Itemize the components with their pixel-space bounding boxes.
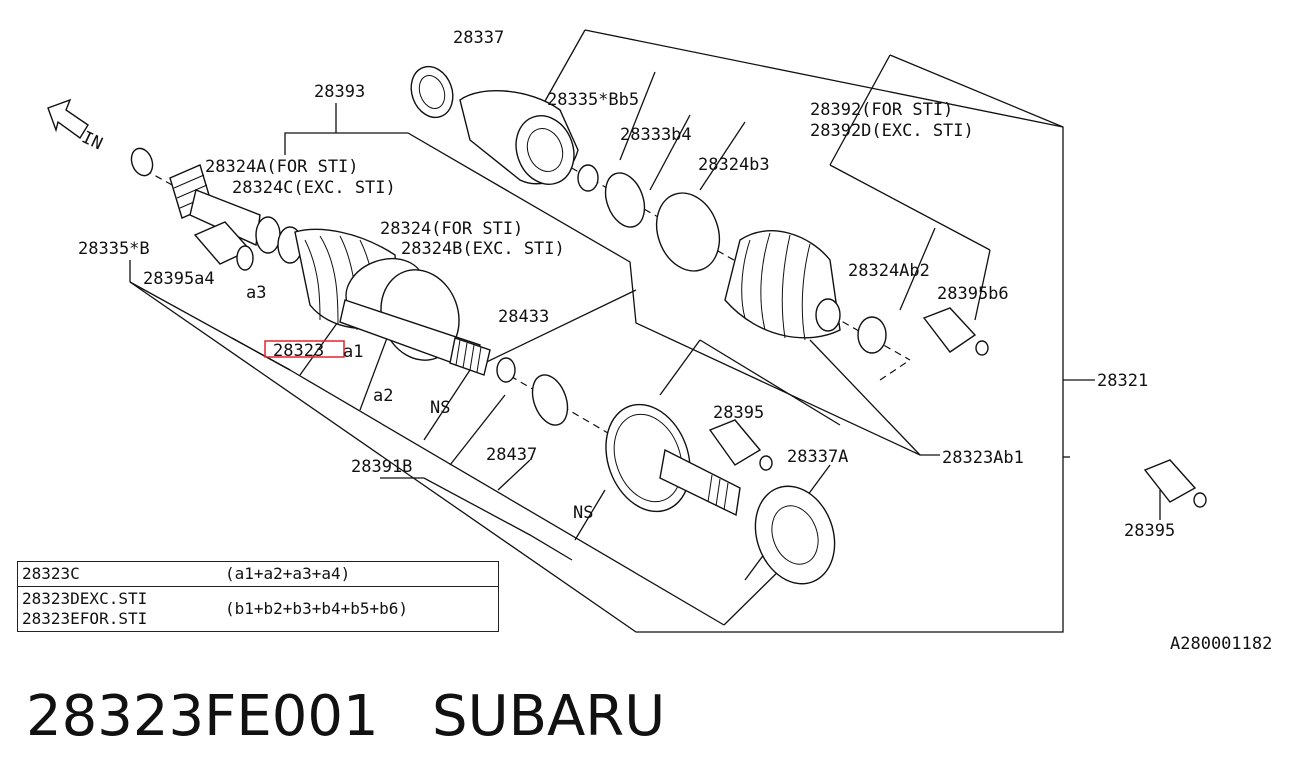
label-28335b: 28335*B <box>78 239 150 259</box>
legend-codes: 28323DEXC.STI 28323EFOR.STI <box>18 587 221 631</box>
label-28324a: 28324A(FOR STI) <box>205 157 359 177</box>
legend-table: 28323C (a1+a2+a3+a4) 28323DEXC.STI 28323… <box>17 561 499 632</box>
footer-title: 28323FE001 SUBARU <box>26 684 665 749</box>
label-ns-2: NS <box>573 503 593 523</box>
label-28324b3: 28324b3 <box>698 155 770 175</box>
label-28335-bb5: 28335*Bb5 <box>547 90 639 110</box>
legend-row: 28323C (a1+a2+a3+a4) <box>18 562 498 587</box>
label-28324c: 28324C(EXC. STI) <box>232 178 396 198</box>
legend-codes: 28323C <box>18 562 221 586</box>
label-28324ab2: 28324Ab2 <box>848 261 930 281</box>
label-28324-sti: 28324(FOR STI) <box>380 219 523 239</box>
label-28393: 28393 <box>314 82 365 102</box>
label-28333b4: 28333b4 <box>620 125 692 145</box>
label-28395: 28395 <box>713 403 764 423</box>
label-28321: 28321 <box>1097 371 1148 391</box>
label-28392d: 28392D(EXC. STI) <box>810 121 974 141</box>
label-28395b6: 28395b6 <box>937 284 1009 304</box>
label-28392-sti: 28392(FOR STI) <box>810 100 953 120</box>
label-28337a: 28337A <box>787 447 848 467</box>
label-ns-1: NS <box>430 398 450 418</box>
label-a1: a1 <box>343 342 363 362</box>
label-28323-highlighted: 28323 <box>273 341 324 361</box>
label-28395a4: 28395a4 <box>143 269 215 289</box>
highlight-box <box>264 340 345 358</box>
footer-part-number: 28323FE001 <box>26 684 379 749</box>
label-28337: 28337 <box>453 28 504 48</box>
leader-lines <box>129 29 1161 633</box>
footer-brand: SUBARU <box>432 684 666 749</box>
legend-formula: (b1+b2+b3+b4+b5+b6) <box>225 599 409 618</box>
legend-code: 28323DEXC.STI <box>22 589 148 608</box>
legend-code: 28323EFOR.STI <box>22 609 148 628</box>
label-a3: a3 <box>246 283 266 303</box>
label-a2: a2 <box>373 386 393 406</box>
label-28323ab1: 28323Ab1 <box>942 448 1024 468</box>
diagram-reference-code: A280001182 <box>1170 634 1273 654</box>
part-labels: IN 28337 28393 28335*Bb5 28392(FOR STI) … <box>78 28 1175 541</box>
legend-code: 28323C <box>22 564 80 583</box>
direction-arrow-icon <box>47 98 89 140</box>
legend-formula: (a1+a2+a3+a4) <box>225 564 351 583</box>
legend-row: 28323DEXC.STI 28323EFOR.STI (b1+b2+b3+b4… <box>18 587 498 631</box>
label-28437: 28437 <box>486 445 537 465</box>
label-28391b: 28391B <box>351 457 412 477</box>
label-28324b: 28324B(EXC. STI) <box>401 239 565 259</box>
label-28395-right: 28395 <box>1124 521 1175 541</box>
parts-drawing <box>47 65 1207 585</box>
label-28433: 28433 <box>498 307 549 327</box>
